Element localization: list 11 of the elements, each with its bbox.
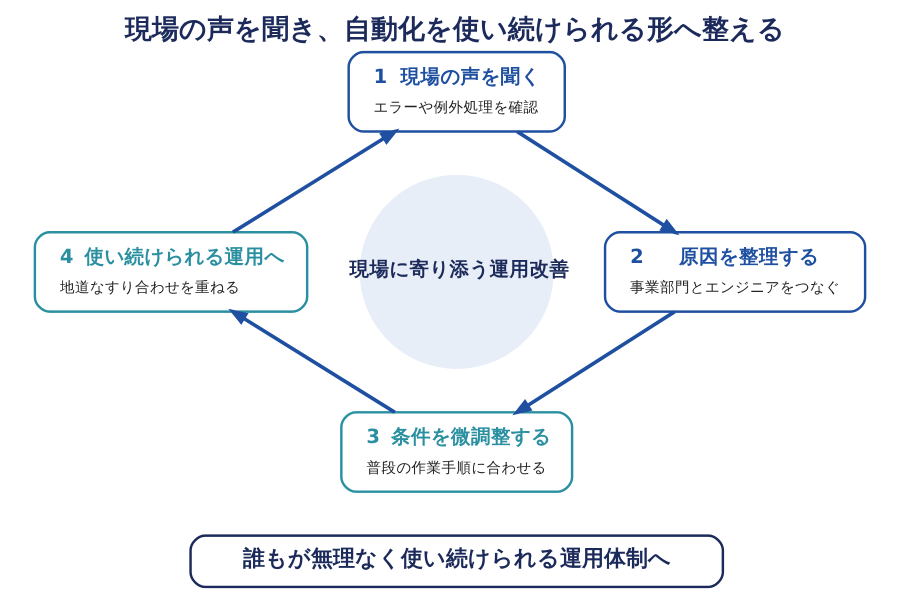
node-box: 2 原因を整理する 事業部門とエンジニアをつなぐ [604,231,866,313]
node-label: 現場に寄り添う運用改善 [349,257,570,280]
node-box: 3 条件を微調整する 普段の作業手順に合わせる [340,411,574,493]
node-box: 誰もが無理なく使い続けられる運用体制へ [189,534,724,588]
node-box: 1 現場の声を聞く エラーや例外処理を確認 [347,50,566,133]
arrow [516,130,680,236]
node-box: 4 使い続けられる運用へ 地道なすり合わせを重ねる [34,231,308,313]
diagram-title: 現場の声を聞き、自動化を使い続けられる形へ整える [125,14,786,46]
arrow [228,308,396,414]
arrow [512,310,676,416]
arrow [232,128,400,234]
